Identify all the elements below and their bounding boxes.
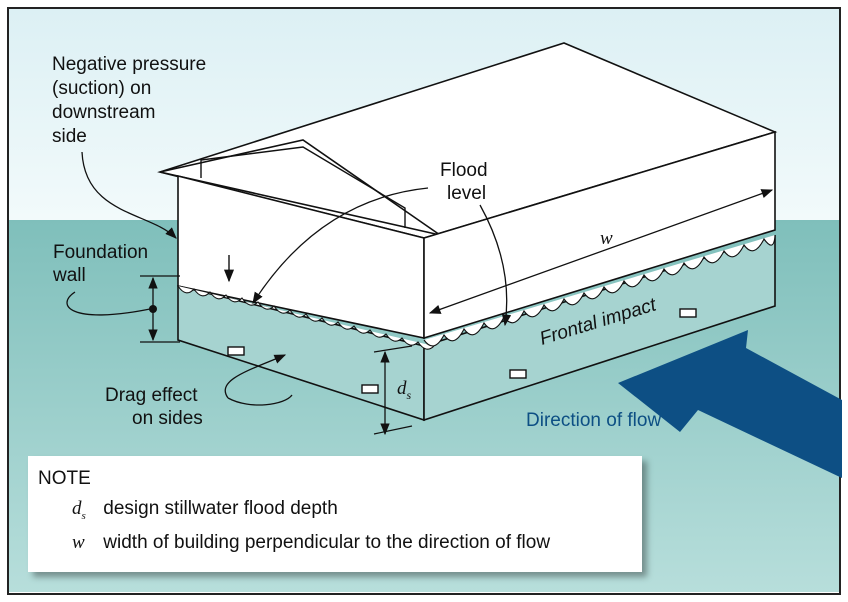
note-text-w: width of building perpendicular to the d… (103, 532, 551, 553)
flood-level-leader-right (479, 204, 512, 327)
note-row-ds: ds design stillwater flood depth (72, 498, 338, 522)
foundation-leader (66, 291, 151, 316)
flood-level-leader-left (252, 187, 429, 304)
foundation-wall-label: Foundation wall (52, 242, 153, 286)
w-symbol: w (600, 228, 613, 249)
note-box: NOTE ds design stillwater flood depth w … (28, 456, 642, 572)
flood-waterline-end (177, 285, 435, 350)
direction-of-flow-label: Direction of flow (526, 410, 661, 431)
ds-extension-bottom (373, 425, 413, 435)
note-title: NOTE (38, 468, 91, 489)
vent-end-1 (227, 346, 245, 356)
note-symbol-ds: ds (72, 498, 86, 522)
frame-border (7, 7, 841, 595)
flow-direction-arrow (618, 330, 842, 478)
negative-pressure-leader (81, 151, 177, 239)
foundation-leader-dot (149, 305, 157, 313)
note-row-w: w width of building perpendicular to the… (72, 532, 550, 554)
gable-inner-trim (200, 146, 406, 228)
note-text-ds: design stillwater flood depth (103, 498, 338, 519)
w-dimension-arrow (428, 189, 774, 314)
drag-effect-label: Drag effect on sides (105, 385, 203, 429)
vent-front-2 (679, 308, 697, 318)
drag-effect-leader-tail (227, 394, 293, 406)
ds-symbol: ds (397, 378, 412, 402)
drag-effect-leader (224, 354, 287, 399)
negative-pressure-label: Negative pressure (suction) on downstrea… (52, 54, 211, 147)
vent-front-1 (509, 369, 527, 379)
flood-level-label: Flood level (440, 160, 493, 204)
ds-extension-top (373, 345, 413, 353)
note-symbol-w: w (72, 532, 85, 553)
vent-end-2 (361, 384, 379, 394)
